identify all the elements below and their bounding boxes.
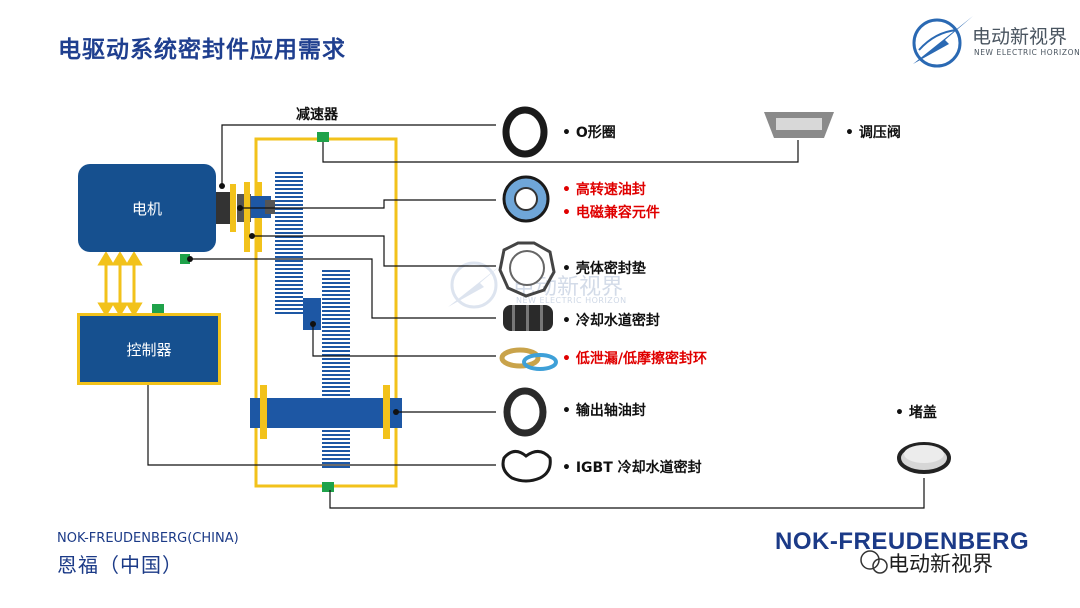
- plug-top: [317, 132, 329, 142]
- logo-text-cn: 电动新视界: [972, 26, 1068, 48]
- output-shaft: [250, 398, 402, 428]
- o-ring-icon: [502, 106, 548, 158]
- intermediate-gear-teeth: [322, 270, 350, 396]
- high-speed-oil-seal-label: • 高转速油封: [562, 182, 646, 198]
- motor-plug: [180, 254, 190, 264]
- input-gear-teeth: [275, 172, 303, 314]
- igbt-seal-icon: [501, 450, 552, 483]
- output-bearing-right: [383, 385, 390, 439]
- reducer-label: 减速器: [296, 107, 338, 123]
- coolant-seal-label: • 冷却水道密封: [562, 313, 660, 329]
- logo-icon: [912, 16, 973, 68]
- plug-cap-icon: [897, 442, 951, 474]
- emc-component-label: • 电磁兼容元件: [562, 205, 660, 221]
- pressure-valve-icon: [764, 112, 834, 138]
- coolant-seal-icon: [503, 305, 553, 331]
- oil-seal-element: [230, 184, 236, 232]
- watermark-logo-icon: [448, 261, 506, 309]
- page-title: 电驱动系统密封件应用需求: [58, 37, 346, 63]
- o-ring-label: • O形圈: [562, 125, 616, 141]
- high-speed-oil-seal-icon: [502, 175, 550, 223]
- low-leak-seal-ring-label: • 低泄漏/低摩擦密封环: [562, 351, 707, 367]
- igbt-seal-label: • IGBT 冷却水道密封: [562, 460, 702, 476]
- controller-plug: [152, 304, 164, 313]
- leader-lines: [147, 124, 925, 509]
- plug-cap-label: • 堵盖: [895, 405, 937, 421]
- input-shaft-end: [265, 200, 275, 214]
- intermediate-shaft: [303, 298, 321, 330]
- output-bearing-left: [260, 385, 267, 439]
- wechat-icon: [860, 550, 888, 574]
- bearing-left: [244, 182, 250, 252]
- plug-bottom: [322, 482, 334, 492]
- output-shaft-oil-seal-icon: [503, 387, 547, 437]
- low-leak-seal-ring-icon: [499, 347, 558, 371]
- logo-text-en: NEW ELECTRIC HORIZON: [974, 48, 1080, 57]
- motor-box: 电机: [78, 164, 216, 252]
- company-name-en: NOK-FREUDENBERG(CHINA): [57, 531, 239, 546]
- controller-box: 控制器: [77, 313, 221, 385]
- company-name-cn: 恩福（中国）: [57, 553, 183, 577]
- wechat-watermark: 电动新视界: [888, 552, 993, 576]
- output-gear-teeth: [322, 426, 350, 468]
- output-shaft-oil-seal-label: • 输出轴油封: [562, 403, 646, 419]
- housing-gasket-icon: [498, 241, 556, 298]
- pressure-valve-label: • 调压阀: [845, 125, 901, 141]
- watermark-text-en: NEW ELECTRIC HORIZON: [516, 296, 627, 305]
- power-arrows: [97, 251, 143, 317]
- motor-shaft: [216, 192, 230, 224]
- brand-logo: NOK-FREUDENBERG: [775, 528, 1030, 555]
- housing-gasket-label: • 壳体密封垫: [562, 261, 646, 277]
